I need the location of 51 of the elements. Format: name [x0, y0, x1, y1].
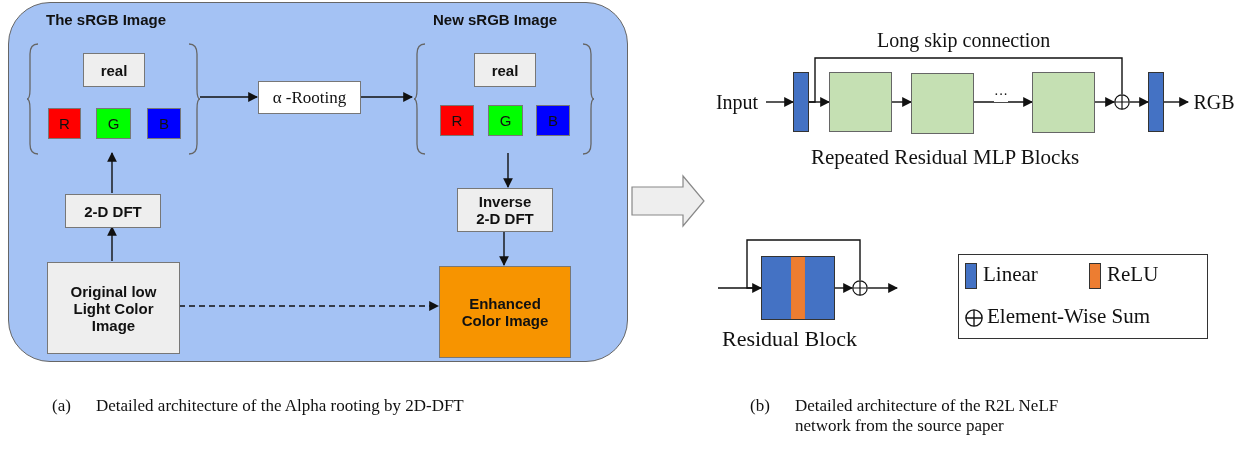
- figure-caption: Detailed architecture of the Alpha rooting by 2D-DFT: [96, 396, 464, 416]
- group-heading: The sRGB Image: [46, 11, 167, 28]
- output-box: Enhanced Color Image: [439, 266, 571, 358]
- channel-box: R: [48, 108, 81, 139]
- caption-marker: (b): [750, 396, 770, 416]
- process-box: 2-D DFT: [65, 194, 161, 228]
- channel-box: R: [440, 105, 474, 136]
- channel-box: G: [488, 105, 523, 136]
- layer-bar: [1148, 72, 1164, 132]
- mlp-block: [829, 72, 892, 132]
- mlp-block: [1032, 72, 1095, 133]
- figure-caption: Detailed architecture of the R2L NeLF network from the source paper: [795, 396, 1060, 436]
- legend-label: Element-Wise Sum: [987, 304, 1151, 329]
- arrow: [199, 92, 258, 102]
- process-box: Inverse 2-D DFT: [457, 188, 553, 232]
- arrow: [891, 97, 912, 107]
- residual-block: [761, 256, 835, 320]
- channel-box: G: [96, 108, 131, 139]
- edge-label: Long skip connection: [877, 30, 1051, 50]
- arrow: [717, 283, 762, 293]
- arrow: [359, 92, 413, 102]
- group-heading: New sRGB Image: [433, 11, 558, 28]
- node-label: Input: [708, 88, 766, 116]
- channel-box: B: [536, 105, 570, 136]
- block-arrow: [631, 174, 705, 228]
- channel-box: B: [147, 108, 181, 139]
- arrow: [107, 226, 117, 262]
- block-caption: Residual Block: [722, 326, 858, 352]
- process-box: α -Rooting: [258, 81, 361, 114]
- arrow: [1163, 97, 1189, 107]
- arrow: [503, 152, 513, 188]
- arrow: [1094, 97, 1115, 107]
- node-label: RGB: [1188, 88, 1240, 116]
- legend-label: Linear: [983, 262, 1038, 287]
- arrow: [178, 301, 439, 311]
- arrow: [867, 283, 898, 293]
- arrow: [834, 283, 853, 293]
- process-box: real: [83, 53, 145, 87]
- caption-marker: (a): [52, 396, 71, 416]
- arrow: [765, 97, 794, 107]
- process-box: Original low Light Color Image: [47, 262, 180, 354]
- layer-bar: [793, 72, 809, 132]
- rounded-panel: [8, 2, 628, 362]
- process-box: real: [474, 53, 536, 87]
- mlp-block: [911, 73, 974, 134]
- arrow: [1129, 97, 1149, 107]
- arrow: [499, 230, 509, 266]
- arrow: [973, 97, 1033, 107]
- legend-label: ReLU: [1107, 262, 1159, 287]
- repeated-blocks-caption: Repeated Residual MLP Blocks: [811, 145, 1080, 170]
- arrow: [107, 152, 117, 194]
